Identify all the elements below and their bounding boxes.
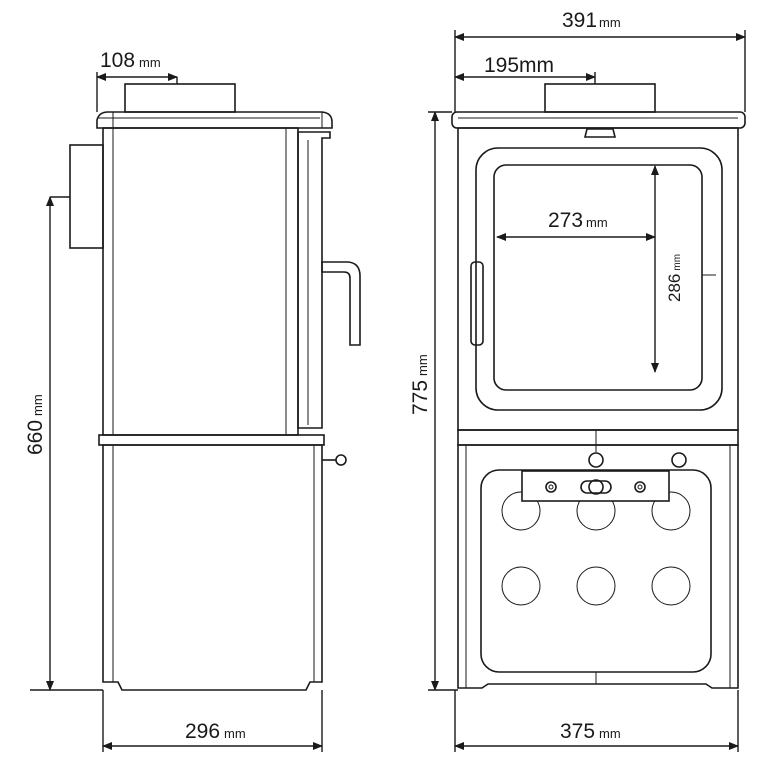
front-divider <box>457 429 739 446</box>
dim-overall-height: 775mm <box>409 354 432 415</box>
side-body <box>102 127 299 436</box>
dim-flue-center: 195mm <box>484 54 554 77</box>
front-control-knob-1 <box>588 452 604 468</box>
front-vent-holes <box>501 491 691 606</box>
side-divider <box>98 434 325 446</box>
front-top-handle <box>583 128 617 138</box>
dim-flue-height: 660mm <box>24 394 47 455</box>
front-log-store-panel <box>480 469 712 673</box>
front-view <box>451 83 746 689</box>
side-top-plate <box>96 111 333 129</box>
front-body <box>457 127 739 431</box>
side-view <box>69 83 361 691</box>
front-air-slider-bracket <box>521 470 670 502</box>
side-door <box>297 131 331 429</box>
side-pedestal <box>102 444 323 691</box>
dim-glass-height: 286mm <box>665 254 684 302</box>
front-door-glass <box>493 164 703 391</box>
side-air-control-knob <box>335 454 347 466</box>
side-door-handle <box>321 261 361 346</box>
side-flue-collar <box>124 83 236 113</box>
front-air-slider-knob <box>588 479 604 495</box>
front-door-frame <box>475 147 723 411</box>
front-flue-collar <box>544 83 656 113</box>
front-top-plate <box>451 111 746 129</box>
side-rear-heat-shield <box>69 144 104 249</box>
front-door-handle <box>470 261 484 346</box>
front-air-slider-slot <box>580 480 612 494</box>
front-control-knob-2 <box>671 452 687 468</box>
